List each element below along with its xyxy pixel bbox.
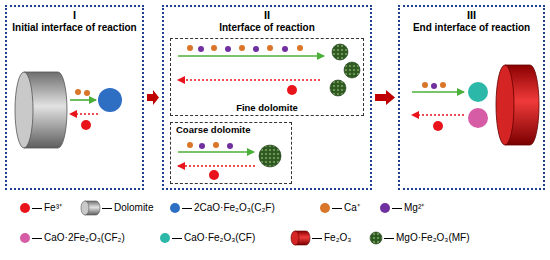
mf-particle (259, 145, 281, 167)
reaction-panel: IInitial interface of reaction (5, 5, 144, 190)
stage-arrow (147, 90, 159, 105)
mg-ion (282, 46, 288, 52)
mg-ion (199, 143, 205, 149)
legend-dash (32, 208, 42, 209)
legend-dash (392, 208, 402, 209)
legend-dash (102, 208, 112, 209)
legend-dash (384, 238, 394, 239)
ca-ion (75, 89, 81, 95)
dolomite-face (15, 72, 33, 148)
panel-heading: Initial interface of reaction (7, 22, 142, 34)
dolomite-box: Coarse dolomite (170, 122, 292, 184)
legend-sample-space (80, 203, 100, 213)
panel-number: III (400, 9, 543, 22)
legend-dash (312, 238, 322, 239)
legend-label: CaO·2Fe₂O₃(CF₂) (44, 232, 125, 244)
dolomite-sample (81, 201, 89, 215)
legend-label: Dolomite (114, 202, 153, 214)
ca-ion (187, 142, 193, 148)
fe-diffusion-arrow (412, 114, 464, 115)
cf2-particle (468, 108, 488, 128)
fe2o3-face (496, 65, 514, 145)
ca-ion (267, 45, 273, 51)
c2f-particle (98, 88, 122, 112)
mg-ion (227, 143, 233, 149)
diffusion-arrow (178, 151, 254, 153)
legend-swatch (20, 233, 30, 243)
stage-arrow (375, 90, 395, 105)
legend-item: Fe₂O₃ (290, 231, 351, 245)
legend-swatch (160, 233, 170, 243)
diffusion-arrow (178, 55, 324, 57)
fe-ion (433, 121, 443, 131)
legend-item: 2CaO·Fe₂O₃(C₂F) (170, 201, 275, 215)
mf-particle (330, 80, 346, 96)
reaction-panel: IIInterface of reactionFine dolomiteCoar… (162, 5, 372, 190)
panel-heading: Fine dolomite (171, 101, 363, 114)
legend-dash (172, 238, 182, 239)
legend-item: Dolomite (80, 201, 153, 215)
legend-dash (32, 238, 42, 239)
legend-dash (332, 208, 342, 209)
ca-ion (440, 82, 446, 88)
mg-ion (431, 83, 437, 89)
cf-particle (468, 82, 488, 102)
panel-heading: Coarse dolomite (171, 123, 291, 136)
legend-item: Fe³⁺ (20, 201, 62, 215)
ca-ion (239, 45, 245, 51)
legend-swatch (320, 203, 330, 213)
legend-item: Mg²⁺ (380, 201, 424, 215)
legend-item: CaO·2Fe₂O₃(CF₂) (20, 231, 125, 245)
fe-ion (209, 170, 219, 180)
mg-ion (253, 46, 259, 52)
fe-ion (81, 120, 91, 130)
ca-ion (297, 45, 303, 51)
mf-sample (370, 232, 382, 244)
fe-diffusion-arrow (178, 79, 320, 80)
legend-item: Ca⁺ (320, 201, 360, 215)
ca-ion (84, 90, 90, 96)
mg-ion (225, 46, 231, 52)
fe2o3-sample (291, 231, 299, 245)
panel-number: II (164, 9, 370, 22)
panel-heading: Interface of reaction (164, 22, 370, 34)
legend-swatch (380, 203, 390, 213)
legend-swatch (20, 203, 30, 213)
ca-ion (211, 45, 217, 51)
reaction-panel: IIIEnd interface of reaction (398, 5, 545, 190)
mf-particle (344, 62, 360, 78)
dolomite-box: Fine dolomite (170, 38, 364, 116)
diffusion-arrow (70, 99, 96, 101)
panel-heading: End interface of reaction (400, 22, 543, 34)
ca-ion (213, 142, 219, 148)
legend-label: 2CaO·Fe₂O₃(C₂F) (194, 202, 275, 214)
legend-label: CaO·Fe₂O₃(CF) (184, 232, 255, 244)
legend-dash (182, 208, 192, 209)
mg-ion (198, 46, 204, 52)
ca-ion (187, 45, 193, 51)
ca-ion (422, 82, 428, 88)
legend-label: Mg²⁺ (404, 202, 424, 214)
mf-particle (332, 44, 348, 60)
legend-swatch (170, 203, 180, 213)
legend-label: Ca⁺ (344, 202, 360, 214)
fe-diffusion-arrow (70, 113, 98, 114)
legend-sample-space (290, 233, 310, 243)
legend-sample-space (370, 233, 382, 243)
legend-item: MgO·Fe₂O₃(MF) (370, 231, 470, 245)
legend-label: Fe₂O₃ (324, 232, 351, 244)
legend-label: MgO·Fe₂O₃(MF) (396, 232, 470, 244)
legend-label: Fe³⁺ (44, 202, 62, 214)
fe-ion (287, 85, 297, 95)
fe-diffusion-arrow (178, 165, 255, 166)
legend-item: CaO·Fe₂O₃(CF) (160, 231, 255, 245)
diffusion-arrow (412, 91, 464, 93)
panel-number: I (7, 9, 142, 22)
